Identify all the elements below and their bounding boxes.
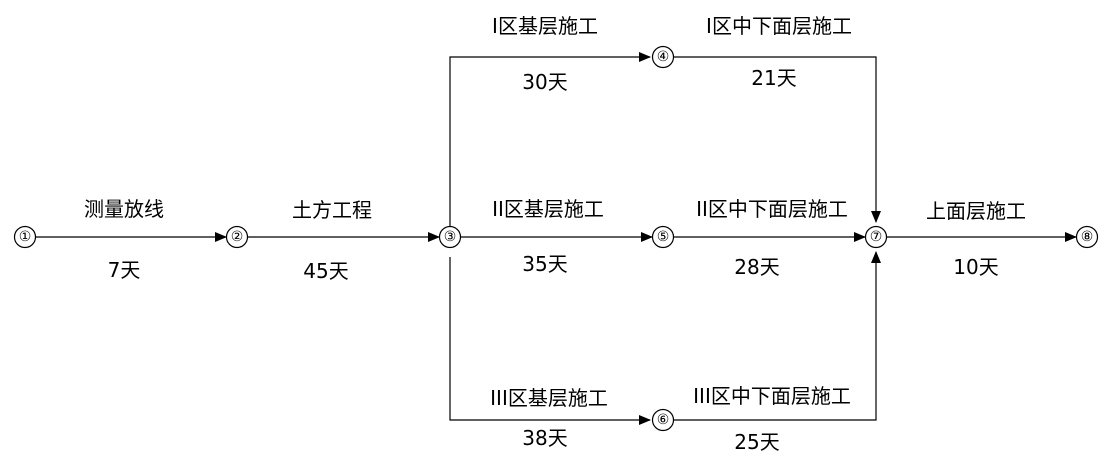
duration-label-3-5: 35天 xyxy=(522,252,567,276)
edge-line-3-6 xyxy=(449,257,651,425)
node-label-4: ④ xyxy=(657,49,670,65)
node-5: ⑤ xyxy=(651,225,675,249)
node-label-6: ⑥ xyxy=(657,412,670,428)
node-label-2: ② xyxy=(231,229,244,245)
duration-label-1-2: 7天 xyxy=(108,258,141,282)
edge-lines xyxy=(36,52,1077,425)
activity-label-2-3: 土方工程 xyxy=(292,198,372,222)
activity-label-3-6: III区基层施工 xyxy=(490,386,608,410)
activity-label-3-4: I区基层施工 xyxy=(492,14,598,38)
node-6: ⑥ xyxy=(651,408,675,432)
duration-label-6-7: 25天 xyxy=(734,430,779,454)
edge-line-3-4 xyxy=(449,52,651,226)
node-label-7: ⑦ xyxy=(870,229,883,245)
duration-label-3-4: 30天 xyxy=(522,70,567,94)
node-7: ⑦ xyxy=(864,225,888,249)
node-label-1: ① xyxy=(19,229,32,245)
duration-labels: 7天 45天 30天 35天 38天 21天 28天 25天 10天 xyxy=(108,66,999,454)
node-4: ④ xyxy=(651,45,675,69)
edge-line-4-7 xyxy=(674,56,881,223)
node-3: ③ xyxy=(438,225,462,249)
duration-label-3-6: 38天 xyxy=(522,426,567,450)
node-8: ⑧ xyxy=(1075,225,1099,249)
node-label-3: ③ xyxy=(444,229,457,245)
duration-label-4-7: 21天 xyxy=(751,66,796,90)
activity-labels: 测量放线 土方工程 I区基层施工 II区基层施工 III区基层施工 I区中下面层… xyxy=(84,14,1026,410)
activity-label-5-7: II区中下面层施工 xyxy=(696,197,848,221)
duration-label-2-3: 45天 xyxy=(303,259,348,283)
node-2: ② xyxy=(225,225,249,249)
activity-label-3-5: II区基层施工 xyxy=(492,197,604,221)
activity-label-1-2: 测量放线 xyxy=(84,197,164,221)
activity-label-4-7: I区中下面层施工 xyxy=(706,14,852,38)
node-1: ① xyxy=(13,225,37,249)
duration-label-7-8: 10天 xyxy=(953,255,998,279)
activity-label-7-8: 上面层施工 xyxy=(926,199,1026,223)
node-label-5: ⑤ xyxy=(657,229,670,245)
activity-label-6-7: III区中下面层施工 xyxy=(693,384,851,408)
nodes: ① ② ③ ④ ⑤ ⑥ ⑦ ⑧ xyxy=(13,45,1099,432)
duration-label-5-7: 28天 xyxy=(734,255,779,279)
edge-line-6-7 xyxy=(674,251,881,421)
node-label-8: ⑧ xyxy=(1081,229,1094,245)
